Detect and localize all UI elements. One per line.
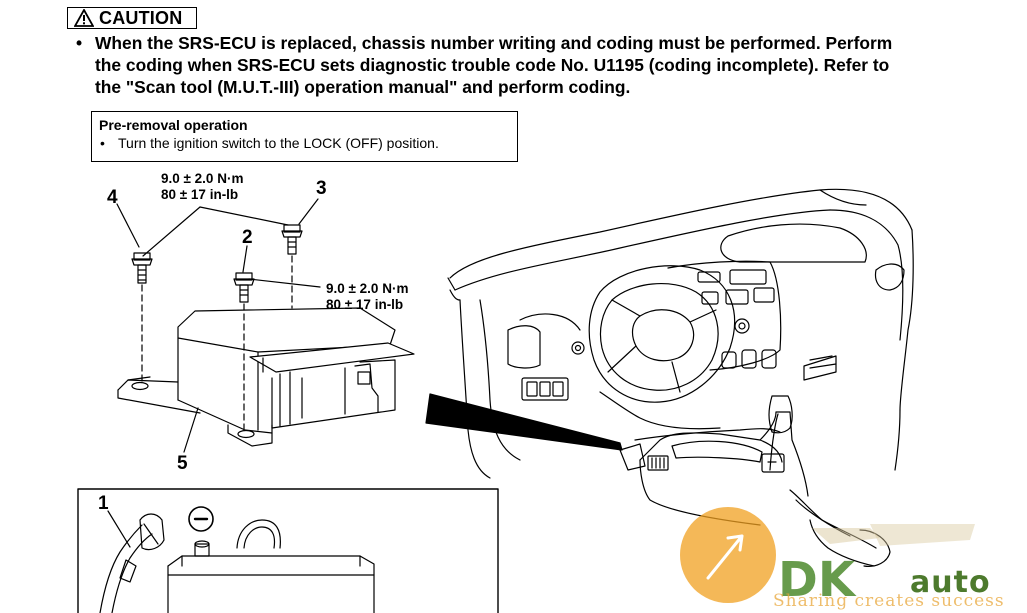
callout-leaders [107, 198, 319, 548]
bolt-4 [131, 252, 153, 284]
watermark-graphic [680, 507, 975, 603]
minus-circle-icon [188, 506, 214, 532]
callout-1: 1 [98, 493, 109, 514]
caution-line-2: the coding when SRS-ECU sets diagnostic … [95, 55, 890, 75]
callout-3: 3 [316, 178, 327, 199]
location-pointer [425, 393, 623, 451]
pre-removal-title: Pre-removal operation [99, 117, 248, 133]
pre-removal-box: Pre-removal operation • Turn the ignition… [91, 111, 518, 162]
callout-2: 2 [242, 227, 253, 248]
warning-triangle-icon [74, 9, 94, 27]
watermark-logo: DK [778, 552, 856, 608]
bullet: • [76, 33, 83, 53]
caution-title: CAUTION [99, 7, 183, 28]
torque-leaders [142, 206, 321, 288]
caution-item: • When the SRS-ECU is replaced, chassis … [76, 32, 976, 98]
torque-top-inlb: 80 ± 17 in-lb [161, 187, 239, 202]
dashboard-illustration [447, 188, 914, 567]
bolt-2 [233, 272, 255, 303]
bullet: • [100, 135, 105, 151]
torque-label-right: 9.0 ± 2.0 N·m 80 ± 17 in-lb [326, 281, 408, 313]
caution-line-1: When the SRS-ECU is replaced, chassis nu… [95, 33, 893, 53]
callout-5: 5 [177, 453, 188, 474]
pre-removal-item: • Turn the ignition switch to the LOCK (O… [100, 135, 439, 151]
watermark-tagline: Sharing creates success [773, 591, 1005, 611]
battery-detail [77, 488, 499, 613]
pre-removal-item-text: Turn the ignition switch to the LOCK (OF… [118, 135, 439, 151]
callout-4: 4 [107, 187, 118, 208]
bolt-guides [141, 255, 293, 433]
torque-label-top: 9.0 ± 2.0 N·m 80 ± 17 in-lb [161, 171, 243, 203]
caution-label-box: CAUTION [67, 7, 197, 29]
caution-text: • When the SRS-ECU is replaced, chassis … [76, 32, 976, 98]
bolt-3 [281, 224, 303, 255]
watermark-auto: auto [910, 565, 991, 600]
caution-line-3: the "Scan tool (M.U.T.-III) operation ma… [95, 77, 631, 97]
torque-top-nm: 9.0 ± 2.0 N·m [161, 171, 244, 186]
torque-right-nm: 9.0 ± 2.0 N·m [326, 281, 409, 296]
srs-ecu-unit [117, 307, 415, 447]
torque-right-inlb: 80 ± 17 in-lb [326, 297, 404, 312]
